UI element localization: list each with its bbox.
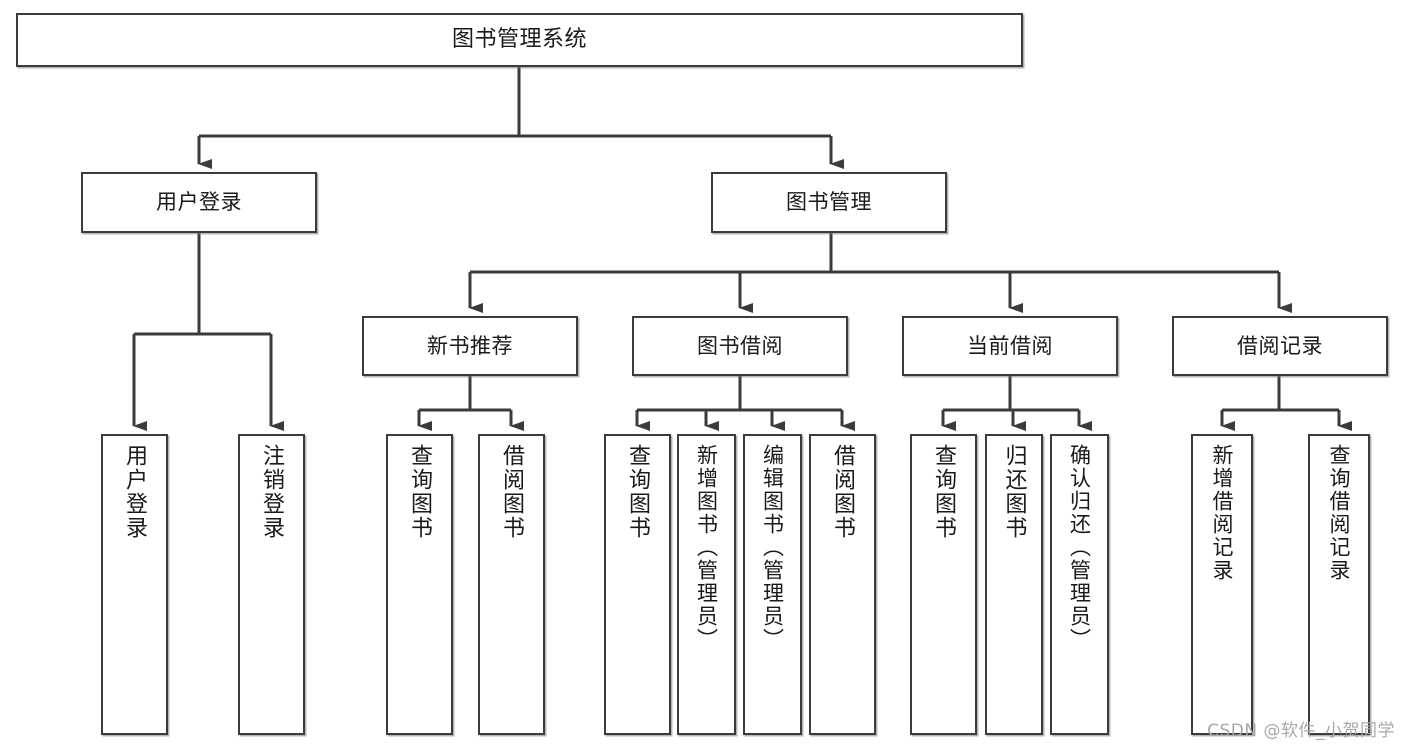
node-leaf-rec-query-record[interactable]: 查询借阅记录 — [1308, 434, 1370, 735]
node-leaf-rec-add-record-label: 新增借阅记录 — [1210, 444, 1235, 582]
node-leaf-borrow-borrow-book-label: 借阅图书 — [830, 444, 856, 540]
node-leaf-borrow-edit-book[interactable]: 编辑图书（管理员） — [743, 434, 802, 735]
node-root-label: 图书管理系统 — [451, 27, 587, 53]
node-book-borrow-label: 图书借阅 — [697, 333, 783, 358]
node-leaf-borrow-edit-book-label: 编辑图书（管理员） — [760, 444, 785, 651]
node-leaf-rec-add-record[interactable]: 新增借阅记录 — [1191, 434, 1253, 735]
node-leaf-borrow-add-book-label: 新增图书（管理员） — [694, 444, 719, 651]
node-leaf-cur-query-book-label: 查询图书 — [931, 444, 957, 540]
node-leaf-user-logout-label: 注销登录 — [259, 444, 285, 540]
node-leaf-user-login[interactable]: 用户登录 — [101, 434, 168, 735]
node-leaf-borrow-borrow-book[interactable]: 借阅图书 — [809, 434, 876, 735]
node-leaf-user-logout[interactable]: 注销登录 — [238, 434, 305, 735]
node-book-manage[interactable]: 图书管理 — [711, 172, 947, 233]
node-leaf-rec-query-book-label: 查询图书 — [407, 444, 433, 540]
node-leaf-rec-borrow-book[interactable]: 借阅图书 — [478, 434, 545, 735]
node-leaf-cur-confirm-return[interactable]: 确认归还（管理员） — [1050, 434, 1109, 735]
node-leaf-rec-query-record-label: 查询借阅记录 — [1327, 444, 1352, 582]
node-leaf-user-login-label: 用户登录 — [122, 444, 148, 540]
node-leaf-cur-return-book[interactable]: 归还图书 — [985, 434, 1043, 735]
node-leaf-borrow-add-book[interactable]: 新增图书（管理员） — [677, 434, 736, 735]
node-borrow-record-label: 借阅记录 — [1237, 333, 1323, 358]
node-leaf-rec-borrow-book-label: 借阅图书 — [499, 444, 525, 540]
node-user-login-label: 用户登录 — [156, 190, 242, 215]
node-new-book-rec[interactable]: 新书推荐 — [362, 316, 578, 376]
node-leaf-cur-return-book-label: 归还图书 — [1001, 444, 1027, 540]
node-user-login[interactable]: 用户登录 — [81, 172, 317, 233]
node-new-book-rec-label: 新书推荐 — [427, 333, 513, 358]
node-borrow-record[interactable]: 借阅记录 — [1172, 316, 1388, 376]
node-current-borrow[interactable]: 当前借阅 — [902, 316, 1118, 376]
csdn-watermark: CSDN @软件_小贺同学 — [1207, 721, 1395, 741]
node-book-borrow[interactable]: 图书借阅 — [632, 316, 848, 376]
node-current-borrow-label: 当前借阅 — [967, 333, 1053, 358]
node-leaf-rec-query-book[interactable]: 查询图书 — [386, 434, 453, 735]
node-book-manage-label: 图书管理 — [786, 190, 872, 215]
node-leaf-cur-confirm-return-label: 确认归还（管理员） — [1067, 444, 1092, 651]
node-leaf-borrow-query-book-label: 查询图书 — [625, 444, 651, 540]
node-root[interactable]: 图书管理系统 — [16, 13, 1023, 67]
node-leaf-cur-query-book[interactable]: 查询图书 — [910, 434, 977, 735]
node-leaf-borrow-query-book[interactable]: 查询图书 — [604, 434, 671, 735]
